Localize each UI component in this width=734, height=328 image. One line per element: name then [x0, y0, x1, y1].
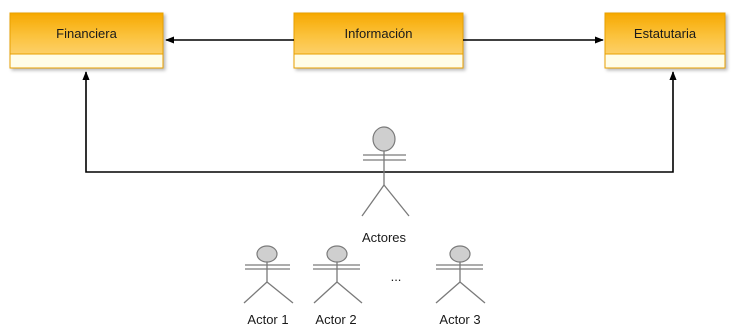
actor-1-label: Actor 1 [247, 312, 288, 327]
box-financiera-title: Financiera [56, 26, 117, 41]
actor-ellipsis: ... [391, 269, 402, 284]
box-informacion[interactable] [293, 12, 464, 69]
box-estatutaria[interactable] [604, 12, 726, 69]
actor-3-label: Actor 3 [439, 312, 480, 327]
actor-1-icon[interactable] [243, 245, 294, 304]
box-financiera[interactable] [9, 12, 164, 69]
actor-2-label: Actor 2 [315, 312, 356, 327]
actor-actores-icon[interactable] [361, 126, 410, 217]
actor-3-icon[interactable] [435, 245, 486, 304]
actor-actores-label: Actores [362, 230, 407, 245]
arrow-actores-to-financiera[interactable] [82, 71, 380, 173]
box-estatutaria-title: Estatutaria [634, 26, 697, 41]
arrow-actores-to-estatutaria[interactable] [380, 71, 677, 173]
actor-2-icon[interactable] [313, 245, 363, 304]
box-informacion-title: Información [345, 26, 413, 41]
